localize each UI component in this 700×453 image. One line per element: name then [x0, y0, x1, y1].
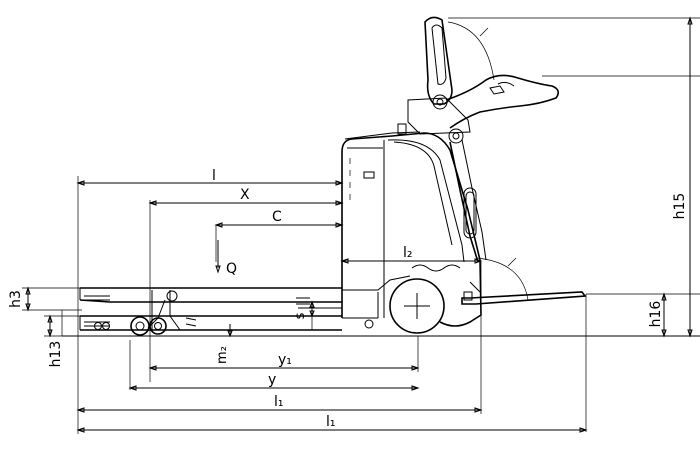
label-l1-inner: l₁ — [274, 394, 284, 410]
label-s: s — [293, 312, 308, 319]
drive-wheel — [389, 278, 445, 334]
dimension-lines — [22, 16, 700, 434]
label-l2: l₂ — [403, 245, 413, 261]
label-y: y — [268, 372, 276, 388]
dimension-labels: l X C Q l₂ h3 h13 s m₂ y₁ y l₁ l₁ h15 h1… — [8, 168, 688, 430]
label-h3: h3 — [8, 290, 24, 308]
truck-body — [341, 123, 482, 329]
label-q: Q — [226, 261, 237, 277]
tiller-arm — [407, 16, 560, 263]
label-h15: h15 — [672, 193, 688, 220]
forks — [79, 287, 342, 336]
label-x: X — [240, 187, 250, 203]
label-m2: m₂ — [215, 346, 230, 364]
label-h16: h16 — [648, 301, 664, 328]
label-l: l — [212, 168, 216, 184]
label-l1-outer: l₁ — [326, 414, 336, 430]
label-h13: h13 — [48, 341, 64, 368]
footplate — [461, 281, 587, 305]
label-c: C — [272, 209, 282, 225]
label-y1: y₁ — [278, 352, 292, 368]
